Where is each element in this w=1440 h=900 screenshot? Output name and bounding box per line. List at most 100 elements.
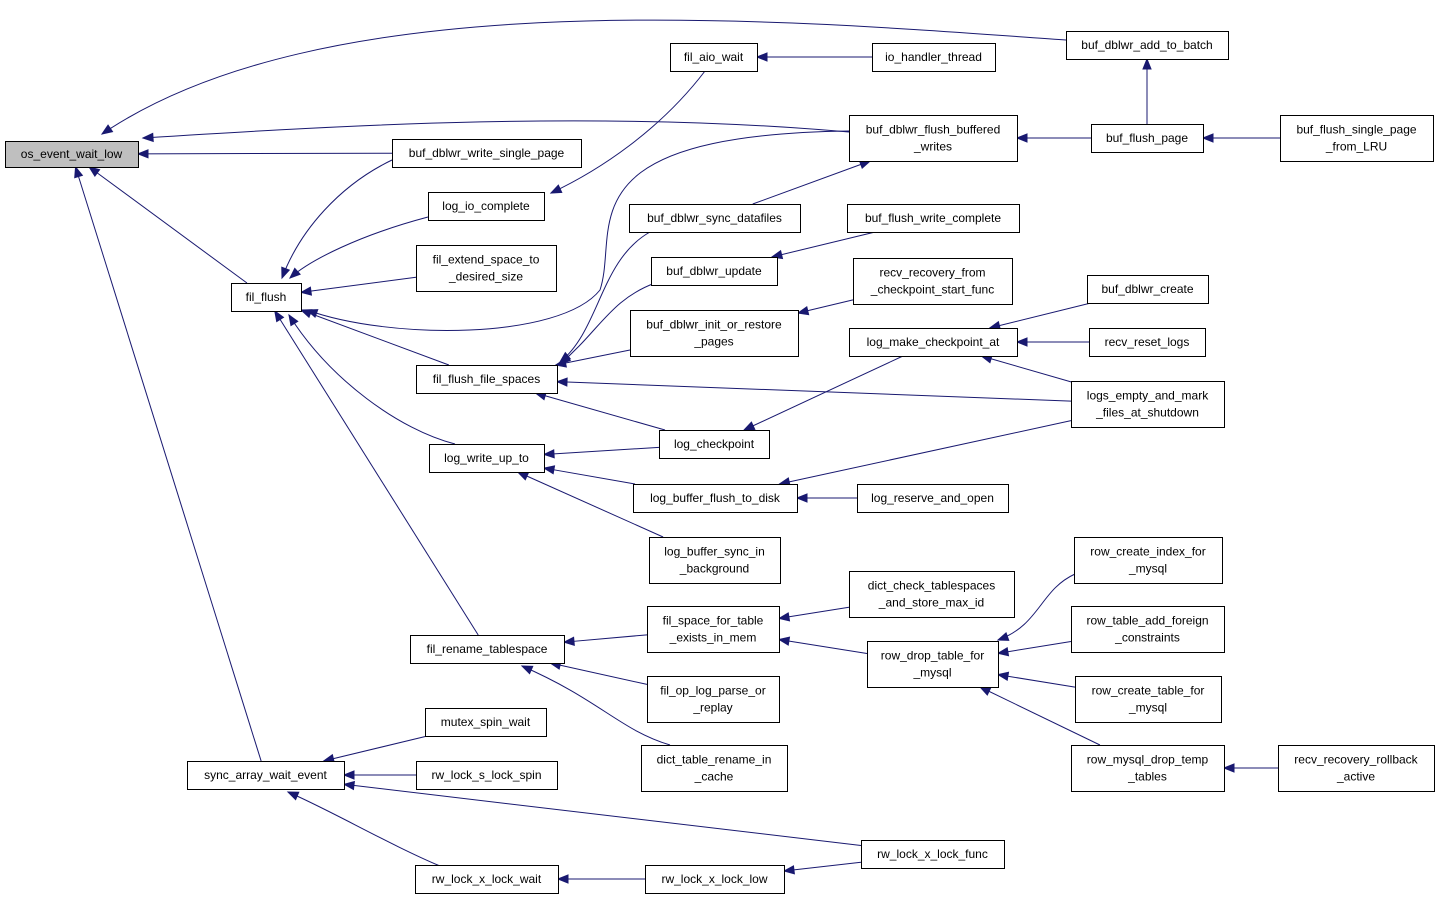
- node-label: buf_dblwr_add_to_batch: [1081, 38, 1212, 52]
- edge-line: [997, 640, 1072, 654]
- node-fil-op-log-parse-or-replay[interactable]: fil_op_log_parse_or_replay: [647, 676, 780, 723]
- arrowhead: [742, 421, 756, 431]
- edge-line: [88, 166, 248, 284]
- call-edge: [1222, 763, 1278, 773]
- node-recv-recovery-rollback-active[interactable]: recv_recovery_rollback_active: [1278, 745, 1435, 792]
- call-edge: [796, 299, 854, 316]
- call-edge: [520, 665, 671, 746]
- node-buf-flush-page[interactable]: buf_flush_page: [1091, 124, 1204, 153]
- node-label: row_create_table_for: [1092, 684, 1205, 698]
- node-recv-recovery-from-checkpoint-start-func[interactable]: recv_recovery_from_checkpoint_start_func: [853, 258, 1013, 305]
- call-edge: [342, 780, 862, 847]
- arrowhead: [299, 309, 313, 319]
- node-buf-dblwr-flush-buffered-writes[interactable]: buf_dblwr_flush_buffered_writes: [849, 115, 1018, 162]
- call-edge: [542, 465, 636, 485]
- node-label: log_reserve_and_open: [871, 491, 994, 505]
- node-fil-space-for-table-exists-in-mem[interactable]: fil_space_for_table_exists_in_mem: [647, 606, 780, 653]
- node-box: [1278, 745, 1435, 792]
- node-dict-table-rename-in-cache[interactable]: dict_table_rename_in_cache: [641, 745, 788, 792]
- node-fil-aio-wait[interactable]: fil_aio_wait: [670, 43, 758, 72]
- node-recv-reset-logs[interactable]: recv_reset_logs: [1089, 328, 1206, 357]
- node-row-mysql-drop-temp-tables[interactable]: row_mysql_drop_temp_tables: [1071, 745, 1225, 792]
- node-label: fil_op_log_parse_or: [660, 684, 765, 698]
- edge-line: [550, 70, 706, 194]
- node-buf-dblwr-sync-datafiles[interactable]: buf_dblwr_sync_datafiles: [629, 204, 801, 233]
- node-layer: os_event_wait_lowbuf_dblwr_add_to_batchf…: [5, 31, 1435, 894]
- node-fil-flush-file-spaces[interactable]: fil_flush_file_spaces: [416, 365, 558, 394]
- node-buf-dblwr-init-or-restore-pages[interactable]: buf_dblwr_init_or_restore_pages: [630, 310, 799, 357]
- node-row-table-add-foreign-constraints[interactable]: row_table_add_foreign_constraints: [1071, 606, 1225, 653]
- node-io-handler-thread[interactable]: io_handler_thread: [872, 43, 996, 72]
- node-row-create-index-for-mysql[interactable]: row_create_index_for_mysql: [1074, 537, 1223, 584]
- node-label: _constraints: [1114, 631, 1180, 645]
- node-log-reserve-and-open[interactable]: log_reserve_and_open: [857, 484, 1009, 513]
- arrowhead: [141, 132, 154, 143]
- call-edge: [141, 120, 850, 143]
- node-label: fil_space_for_table: [663, 614, 764, 628]
- node-mutex-spin-wait[interactable]: mutex_spin_wait: [425, 708, 547, 737]
- edge-line: [559, 231, 651, 363]
- node-buf-dblwr-write-single-page[interactable]: buf_dblwr_write_single_page: [392, 139, 582, 168]
- node-rw-lock-s-lock-spin[interactable]: rw_lock_s_lock_spin: [416, 761, 558, 790]
- node-fil-flush[interactable]: fil_flush: [231, 283, 302, 312]
- arrowhead: [562, 636, 575, 646]
- node-box: [645, 865, 785, 894]
- edge-line: [559, 282, 656, 365]
- node-box: [647, 676, 780, 723]
- call-edge: [556, 874, 645, 884]
- arrowhead: [795, 493, 808, 503]
- arrowhead: [777, 612, 791, 622]
- node-label: rw_lock_x_lock_func: [877, 847, 988, 861]
- node-dict-check-tablespaces-and-store-max-id[interactable]: dict_check_tablespaces_and_store_max_id: [849, 571, 1015, 618]
- node-row-create-table-for-mysql[interactable]: row_create_table_for_mysql: [1075, 676, 1222, 723]
- node-box: [629, 204, 801, 233]
- node-label: recv_recovery_from: [879, 266, 985, 280]
- edge-line: [989, 302, 1091, 329]
- edge-line: [281, 159, 393, 279]
- call-edge: [770, 231, 876, 260]
- node-label: _active: [1336, 770, 1375, 784]
- arrowhead: [796, 305, 810, 316]
- node-label: _desired_size: [448, 270, 523, 284]
- edge-line: [274, 310, 479, 636]
- node-log-write-up-to[interactable]: log_write_up_to: [429, 444, 545, 473]
- node-fil-rename-tablespace[interactable]: fil_rename_tablespace: [410, 635, 565, 664]
- node-row-drop-table-for-mysql[interactable]: row_drop_table_for_mysql: [867, 641, 999, 688]
- node-logs-empty-and-mark-files-at-shutdown[interactable]: logs_empty_and_mark_files_at_shutdown: [1071, 381, 1225, 428]
- node-box: [392, 139, 582, 168]
- node-box: [410, 635, 565, 664]
- arrowhead: [1015, 133, 1028, 143]
- call-edge: [299, 276, 417, 296]
- node-box: [425, 708, 547, 737]
- node-sync-array-wait-event[interactable]: sync_array_wait_event: [187, 761, 345, 790]
- edge-line: [300, 309, 450, 366]
- node-box: [647, 606, 780, 653]
- node-buf-dblwr-add-to-batch[interactable]: buf_dblwr_add_to_batch: [1066, 31, 1229, 60]
- call-edge: [534, 391, 666, 431]
- node-rw-lock-x-lock-wait[interactable]: rw_lock_x_lock_wait: [415, 865, 559, 894]
- node-rw-lock-x-lock-func[interactable]: rw_lock_x_lock_func: [861, 840, 1005, 869]
- arrowhead: [520, 665, 534, 675]
- node-label: row_create_index_for: [1090, 545, 1205, 559]
- node-box: [187, 761, 345, 790]
- node-buf-flush-write-complete[interactable]: buf_flush_write_complete: [847, 204, 1020, 233]
- edge-line: [521, 665, 671, 746]
- edge-line: [556, 381, 1072, 402]
- node-buf-flush-single-page-from-LRU[interactable]: buf_flush_single_page_from_LRU: [1280, 115, 1434, 162]
- edge-line: [743, 355, 904, 431]
- node-log-make-checkpoint-at[interactable]: log_make_checkpoint_at: [849, 328, 1018, 357]
- node-log-io-complete[interactable]: log_io_complete: [428, 192, 545, 221]
- node-box: [872, 43, 996, 72]
- node-os-event-wait-low[interactable]: os_event_wait_low: [5, 141, 139, 168]
- node-rw-lock-x-lock-low[interactable]: rw_lock_x_lock_low: [645, 865, 785, 894]
- node-log-buffer-flush-to-disk[interactable]: log_buffer_flush_to_disk: [633, 484, 798, 513]
- node-buf-dblwr-create[interactable]: buf_dblwr_create: [1087, 275, 1209, 304]
- node-log-buffer-sync-in-background[interactable]: log_buffer_sync_in_background: [649, 537, 781, 584]
- node-label: fil_flush_file_spaces: [433, 372, 540, 386]
- node-fil-extend-space-to-desired-size[interactable]: fil_extend_space_to_desired_size: [416, 245, 557, 292]
- arrowhead: [1015, 337, 1028, 347]
- node-log-checkpoint[interactable]: log_checkpoint: [659, 430, 770, 459]
- edge-line: [997, 573, 1076, 641]
- node-buf-dblwr-update[interactable]: buf_dblwr_update: [651, 257, 778, 286]
- node-label: buf_dblwr_write_single_page: [409, 146, 565, 160]
